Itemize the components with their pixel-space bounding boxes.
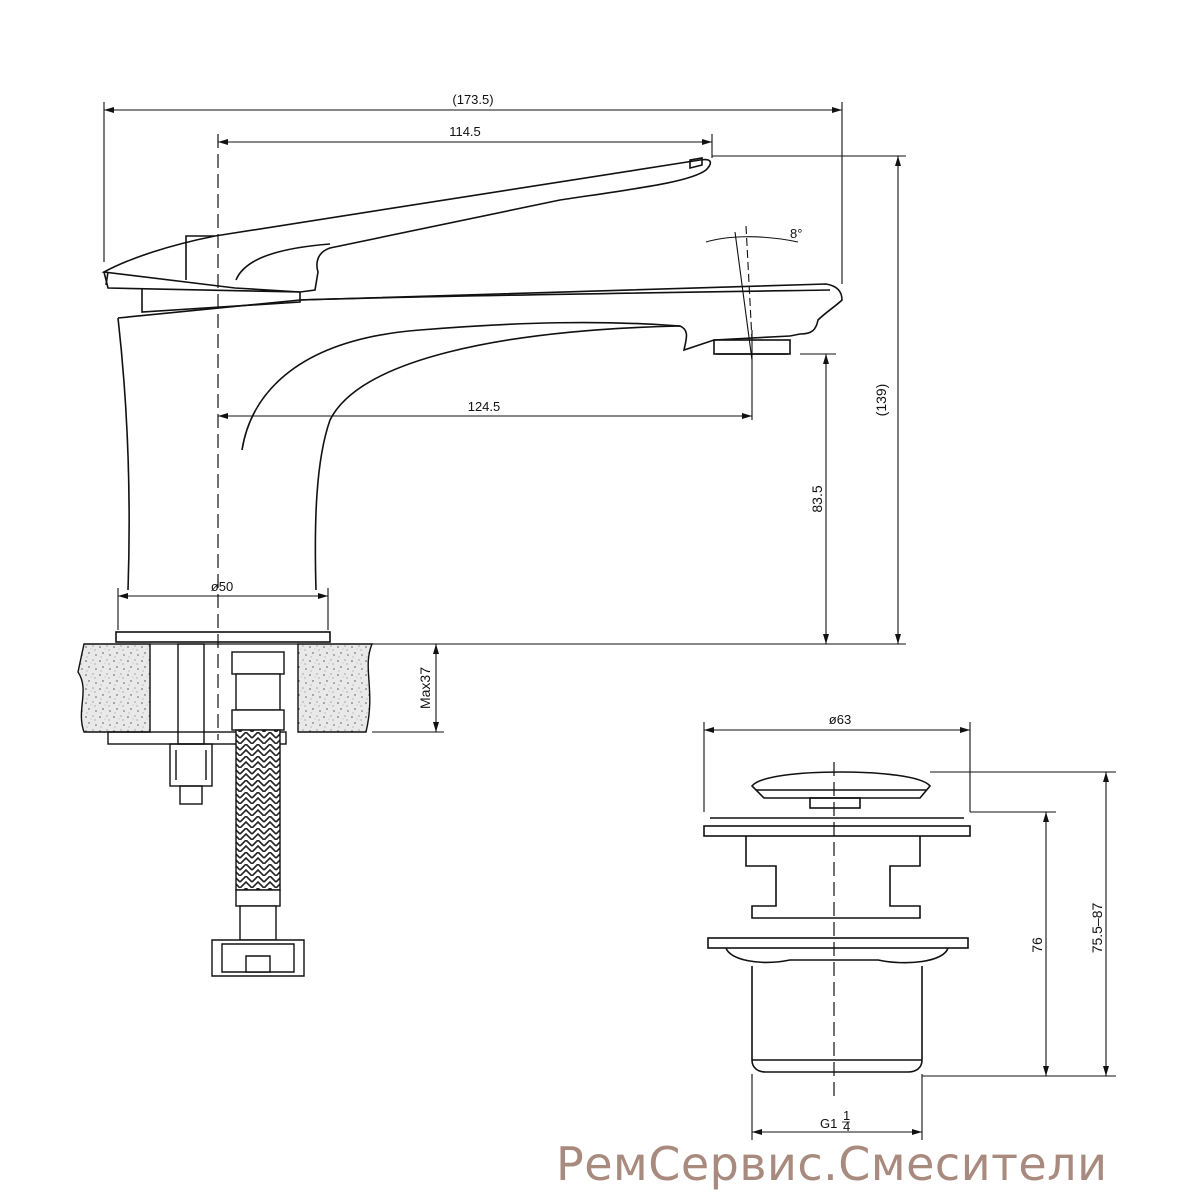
faucet-body	[101, 157, 843, 591]
countertop-section	[77, 643, 374, 745]
dim-spout-height: 83.5	[809, 485, 825, 512]
dim-thread-denominator: 4	[843, 1119, 850, 1134]
dim-thread-prefix: G1	[820, 1116, 837, 1131]
dim-handle-reach: 114.5	[449, 124, 481, 139]
faucet-base-plate	[115, 631, 331, 643]
watermark: РемСервис.Смесители	[556, 1137, 1108, 1191]
dim-base-diameter: ø50	[211, 579, 233, 594]
dim-cap-diameter: ø63	[829, 712, 851, 727]
faucet-dimensions	[103, 102, 906, 733]
drain-dimensions	[703, 722, 1116, 1140]
dim-mount-max: Max37	[417, 667, 433, 709]
dim-overall-height: (139)	[873, 384, 889, 417]
dim-overall-length: (173.5)	[452, 92, 493, 107]
dim-spout-angle: 8°	[790, 226, 802, 241]
pop-up-drain	[703, 771, 971, 1073]
dim-drain-height-range: 75.5–87	[1089, 902, 1105, 953]
dim-drain-height: 76	[1029, 937, 1045, 953]
dim-spout-reach: 124.5	[468, 399, 501, 414]
dim-thread-numerator: 1	[843, 1108, 850, 1123]
flexible-hose	[211, 651, 305, 977]
mounting-stud	[169, 643, 213, 805]
